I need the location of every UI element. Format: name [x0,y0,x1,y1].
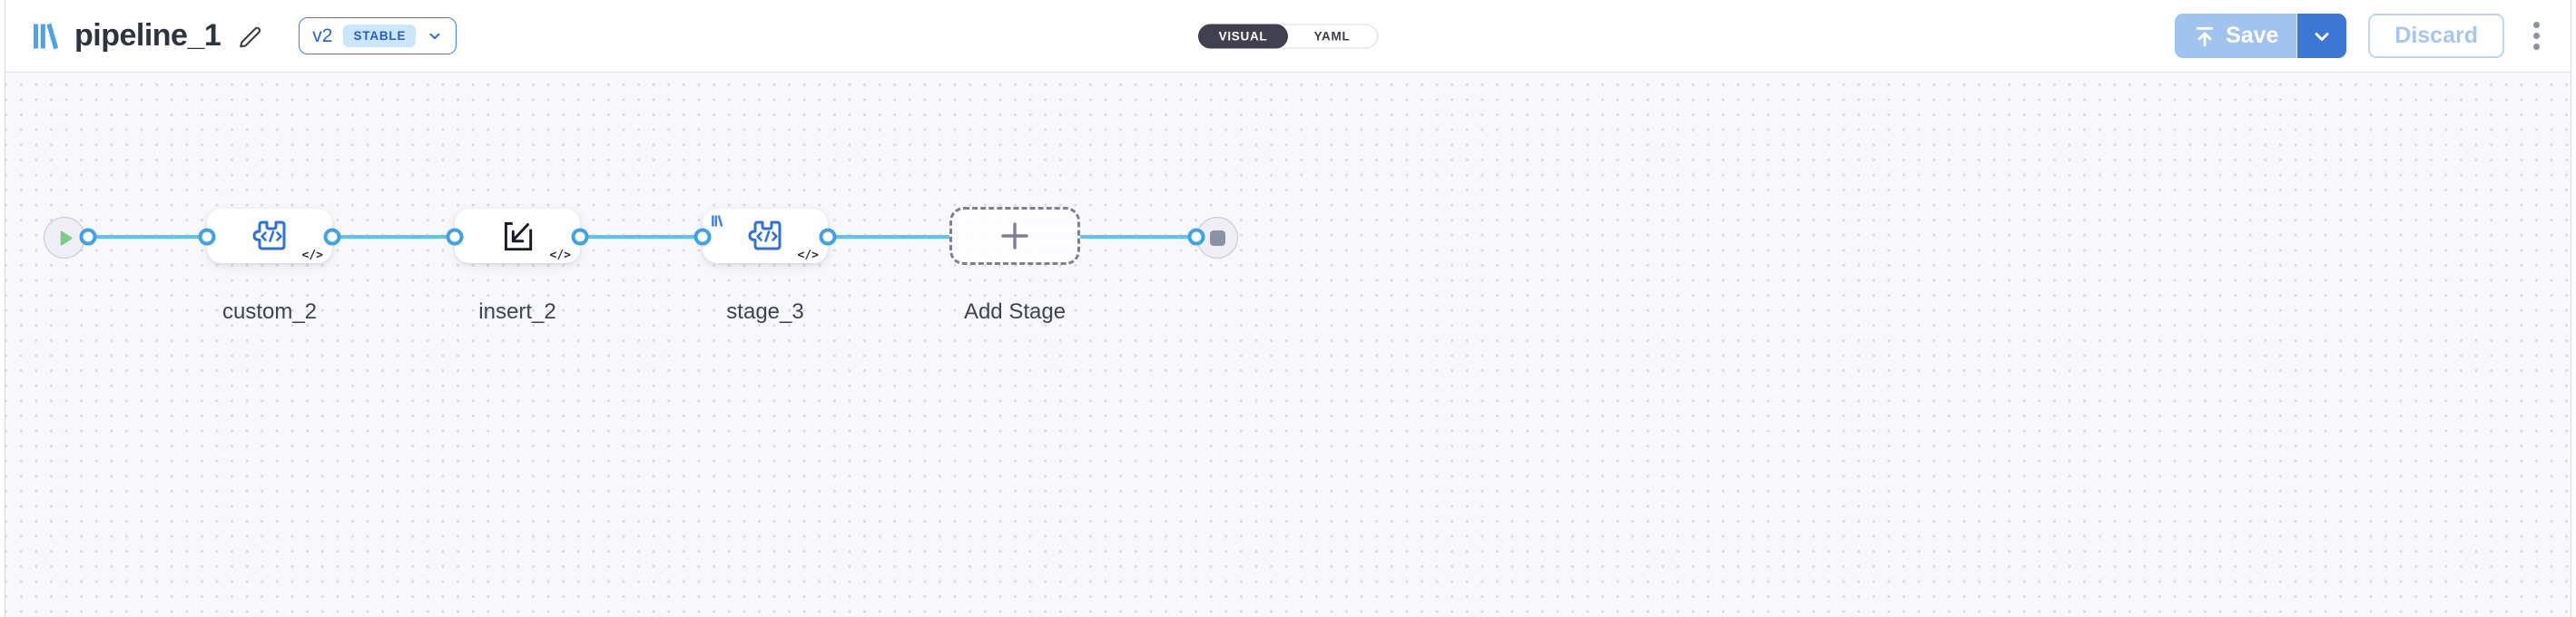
pipeline-canvas[interactable]: </> </> </> [5,73,2571,617]
library-badge-icon [712,215,723,227]
edge-start-to-custom2 [78,234,207,240]
edge-addstage-to-end [1077,234,1196,240]
code-badge: </> [549,249,571,262]
port-stage3-out[interactable] [819,228,837,246]
code-badge: </> [301,249,323,262]
port-custom2-out[interactable] [323,228,341,246]
page-title: pipeline_1 [74,18,221,53]
stage-label: insert_2 [478,299,556,324]
more-menu-button[interactable] [2526,18,2547,54]
version-selector[interactable]: v2 STABLE [299,17,457,54]
pipeline-start-node[interactable] [44,217,85,259]
save-dropdown-button[interactable] [2296,14,2347,58]
stop-icon [1209,230,1225,246]
chevron-down-icon [429,33,440,39]
kebab-icon [2533,22,2540,28]
version-label: v2 [312,24,333,46]
edge-stage3-to-addstage [828,234,952,240]
code-badge: </> [797,249,819,262]
view-mode-toggle: VISUAL YAML [1198,24,1378,48]
save-button-label: Save [2226,23,2279,48]
discard-button[interactable]: Discard [2368,14,2504,58]
save-button[interactable]: Save [2175,14,2297,58]
edit-title-button[interactable] [235,23,262,50]
pencil-icon [240,26,261,47]
custom-function-icon [748,220,782,250]
port-insert2-in[interactable] [446,228,464,246]
chevron-down-icon [2315,32,2329,41]
insert-icon [504,221,533,251]
port-stage3-in[interactable] [693,228,712,246]
add-stage-button[interactable] [949,207,1080,265]
header-bar: pipeline_1 v2 STABLE VISUAL YAML [5,0,2571,73]
pipeline-editor: pipeline_1 v2 STABLE VISUAL YAML [5,0,2571,617]
stage-node-stage_3[interactable]: </> [703,209,828,263]
port-insert2-out[interactable] [571,228,589,246]
port-end-in[interactable] [1187,228,1205,246]
custom-function-icon [252,220,286,250]
stage-node-custom_2[interactable]: </> [207,209,332,263]
tab-yaml[interactable]: YAML [1313,29,1351,43]
stage-label: Add Stage [963,299,1067,324]
tab-visual[interactable]: VISUAL [1198,24,1288,48]
edge-insert2-to-stage3 [580,234,703,240]
stage-node-insert_2[interactable]: </> [455,209,580,263]
stage-label: custom_2 [221,299,318,324]
app-logo-icon [33,23,59,49]
edge-custom2-to-insert2 [332,234,455,240]
header-right-group: Save Discard [2175,14,2547,58]
stage-label: stage_3 [726,299,804,324]
upload-icon [2197,26,2214,46]
port-custom2-in[interactable] [198,228,216,246]
save-split-button: Save [2175,14,2347,58]
plus-icon [1001,222,1028,250]
play-icon [60,230,72,245]
port-start-out[interactable] [79,228,97,246]
header-left-group: pipeline_1 v2 STABLE [29,17,457,54]
stable-badge: STABLE [343,24,417,47]
